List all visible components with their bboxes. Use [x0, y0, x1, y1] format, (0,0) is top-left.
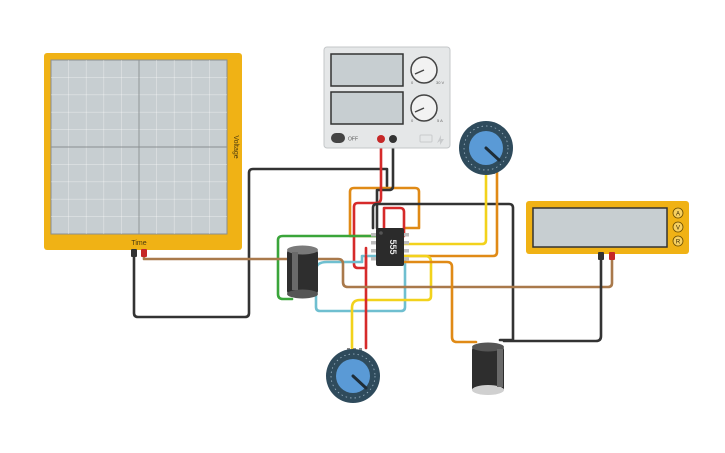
oscilloscope-time-label: Time	[131, 240, 146, 247]
voltage-knob[interactable]: 0 30 V	[410, 56, 445, 85]
wire-black-meter[interactable]	[502, 254, 603, 343]
multimeter-mode-ammeter[interactable]: A	[672, 207, 684, 219]
wire-yellow-pot-bottom[interactable]	[350, 254, 433, 350]
capacitor-bottom[interactable]	[472, 342, 504, 396]
multimeter[interactable]: A V R	[526, 201, 689, 260]
current-knob[interactable]: 0 5 A	[410, 94, 443, 123]
oscilloscope-voltage-label: Voltage	[232, 135, 239, 158]
multimeter-terminal-negative[interactable]	[598, 252, 604, 260]
voltage-display	[330, 53, 404, 87]
wire-red-supply[interactable]	[352, 138, 383, 270]
supply-terminal-positive[interactable]	[377, 135, 385, 143]
svg-text:R: R	[676, 240, 681, 246]
svg-text:5 A: 5 A	[437, 118, 443, 123]
oscilloscope-terminal-negative[interactable]	[131, 249, 137, 257]
power-supply[interactable]: 0 30 V 0 5 A OFF	[323, 46, 451, 149]
timer-555-ic[interactable]: 555	[371, 228, 409, 266]
wire-yellow-pot-top[interactable]	[402, 170, 488, 246]
wire-orange-cap[interactable]	[402, 260, 478, 344]
wire-green[interactable]	[276, 234, 378, 301]
pot-top-pointer	[484, 146, 501, 162]
wire-blue[interactable]	[314, 254, 407, 313]
wires	[132, 138, 614, 350]
svg-text:0: 0	[411, 118, 414, 123]
multimeter-mode-ohmmeter[interactable]: R	[672, 235, 684, 247]
multimeter-display	[532, 207, 668, 248]
potentiometer-top[interactable]	[459, 121, 513, 175]
svg-text:A: A	[676, 212, 680, 218]
multimeter-terminal-positive[interactable]	[609, 252, 615, 260]
multimeter-mode-voltmeter[interactable]: V	[672, 221, 684, 233]
svg-text:0: 0	[411, 80, 414, 85]
potentiometer-bottom[interactable]	[326, 348, 380, 403]
wire-black-scope[interactable]	[132, 167, 389, 319]
pot-bottom-pointer	[351, 374, 368, 390]
ic-label: 555	[388, 239, 398, 254]
svg-text:V: V	[676, 226, 680, 232]
oscilloscope[interactable]: Time Voltage	[44, 53, 242, 257]
supply-terminal-negative[interactable]	[389, 135, 397, 143]
svg-text:30 V: 30 V	[436, 80, 445, 85]
wire-black-supply[interactable]	[375, 138, 395, 230]
oscilloscope-terminal-positive[interactable]	[141, 249, 147, 257]
wire-orange-right[interactable]	[402, 170, 499, 258]
wire-black-right[interactable]	[371, 202, 515, 342]
power-switch-label: OFF	[348, 137, 358, 143]
wire-red-loop[interactable]	[382, 206, 406, 238]
supply-logo-icon	[419, 134, 433, 143]
wire-orange-top[interactable]	[348, 186, 421, 238]
power-switch[interactable]: OFF	[331, 133, 358, 143]
capacitor-left[interactable]	[287, 245, 318, 299]
current-display	[330, 91, 404, 125]
wire-brown[interactable]	[142, 252, 614, 289]
lightning-icon	[437, 135, 444, 145]
